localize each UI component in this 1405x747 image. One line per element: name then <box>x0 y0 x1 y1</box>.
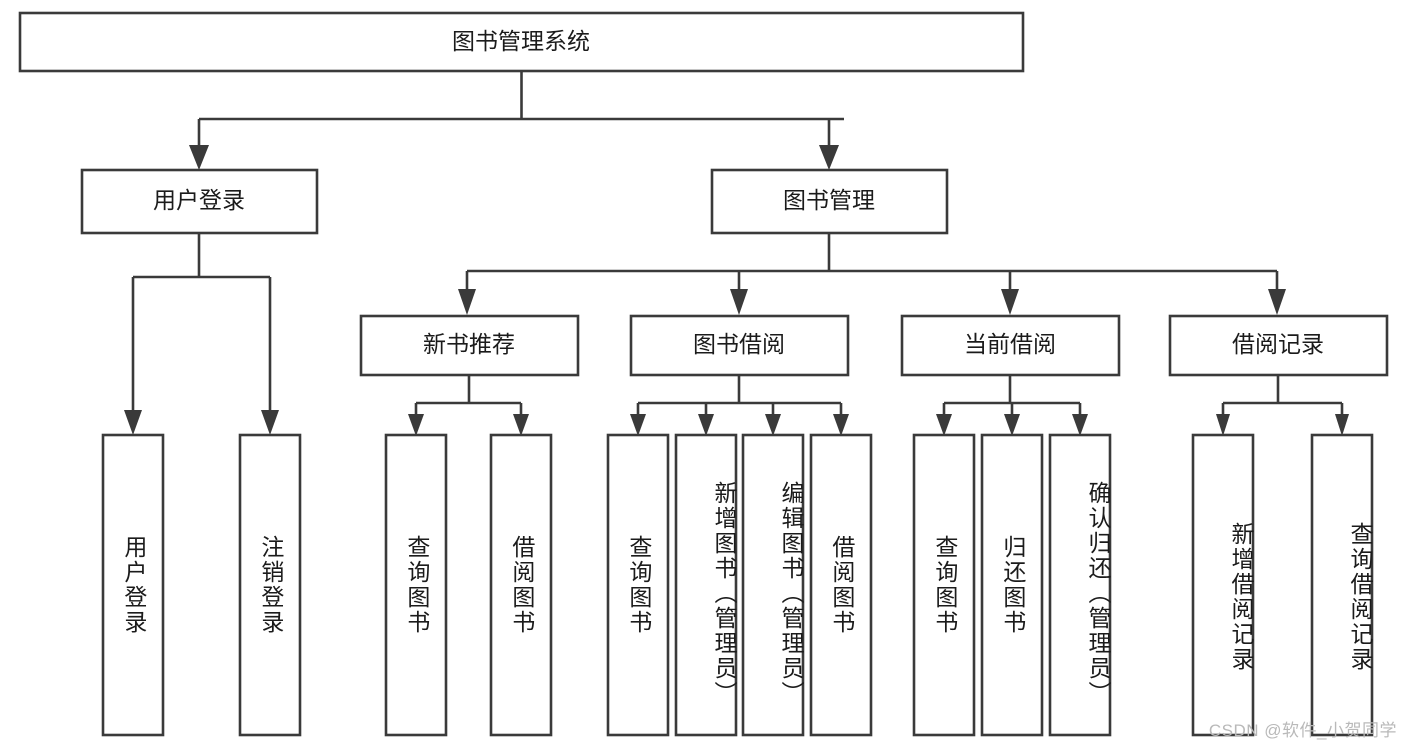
arrowhead-borrow-leaf-1 <box>630 414 646 436</box>
node-book-borrow-label: 图书借阅 <box>693 331 785 357</box>
arrowhead-to-record <box>1268 289 1286 315</box>
arrowhead-borrow-leaf-4 <box>833 414 849 436</box>
node-new-book-recommend[interactable]: 新书推荐 <box>359 314 580 377</box>
arrowhead-current-leaf-1 <box>936 414 952 436</box>
node-book-manage-label: 图书管理 <box>783 187 875 213</box>
leaf-box-borrow-2[interactable] <box>674 433 738 737</box>
node-root-label: 图书管理系统 <box>452 28 590 54</box>
node-current-borrow[interactable]: 当前借阅 <box>900 314 1121 377</box>
node-new-book-recommend-box[interactable] <box>359 314 580 377</box>
node-book-borrow[interactable]: 图书借阅 <box>629 314 850 377</box>
node-root-box[interactable] <box>18 11 1025 73</box>
leaf-box-current-2[interactable] <box>980 433 1044 737</box>
leaf-box-user-login-1[interactable] <box>101 433 165 737</box>
arrowhead-to-user-login <box>189 145 209 170</box>
node-new-book-recommend-label: 新书推荐 <box>423 331 515 357</box>
leaf-box-recommend-2[interactable] <box>489 433 553 737</box>
leaf-box-record-2[interactable] <box>1310 433 1374 737</box>
node-borrow-record-box[interactable] <box>1168 314 1389 377</box>
node-book-manage-box[interactable] <box>710 168 949 235</box>
watermark-text: CSDN @软件_小贺同学 <box>1208 721 1397 740</box>
arrowhead-to-book-manage <box>819 145 839 170</box>
leaf-box-user-login-2[interactable] <box>238 433 302 737</box>
node-book-borrow-box[interactable] <box>629 314 850 377</box>
arrowhead-recommend-leaf-2 <box>513 414 529 436</box>
node-user-login[interactable]: 用户登录 <box>80 168 319 235</box>
node-current-borrow-label: 当前借阅 <box>964 331 1056 357</box>
leaf-box-recommend-1[interactable] <box>384 433 448 737</box>
node-book-manage[interactable]: 图书管理 <box>710 168 949 235</box>
arrowhead-to-current <box>1001 289 1019 315</box>
leaf-box-current-3[interactable] <box>1048 433 1112 737</box>
arrowhead-record-leaf-1 <box>1216 414 1230 436</box>
node-borrow-record[interactable]: 借阅记录 <box>1168 314 1389 377</box>
leaf-box-current-1[interactable] <box>912 433 976 737</box>
arrowhead-current-leaf-2 <box>1004 414 1020 436</box>
arrowhead-user-login-leaf-1 <box>124 410 142 435</box>
arrowhead-borrow-leaf-2 <box>698 414 714 436</box>
arrowhead-recommend-leaf-1 <box>408 414 424 436</box>
leaf-box-borrow-1[interactable] <box>606 433 670 737</box>
arrowhead-to-borrow <box>730 289 748 315</box>
arrowhead-to-recommend <box>458 289 476 315</box>
arrowhead-current-leaf-3 <box>1072 414 1088 436</box>
arrowhead-borrow-leaf-3 <box>765 414 781 436</box>
arrowhead-record-leaf-2 <box>1335 414 1349 436</box>
node-current-borrow-box[interactable] <box>900 314 1121 377</box>
node-user-login-box[interactable] <box>80 168 319 235</box>
node-root[interactable]: 图书管理系统 <box>18 11 1025 73</box>
leaf-box-borrow-3[interactable] <box>741 433 805 737</box>
node-borrow-record-label: 借阅记录 <box>1232 331 1324 357</box>
arrowhead-user-login-leaf-2 <box>261 410 279 435</box>
leaf-box-record-1[interactable] <box>1191 433 1255 737</box>
node-user-login-label: 用户登录 <box>153 187 245 213</box>
arrowhead-group <box>124 145 1349 436</box>
leaf-box-borrow-4[interactable] <box>809 433 873 737</box>
